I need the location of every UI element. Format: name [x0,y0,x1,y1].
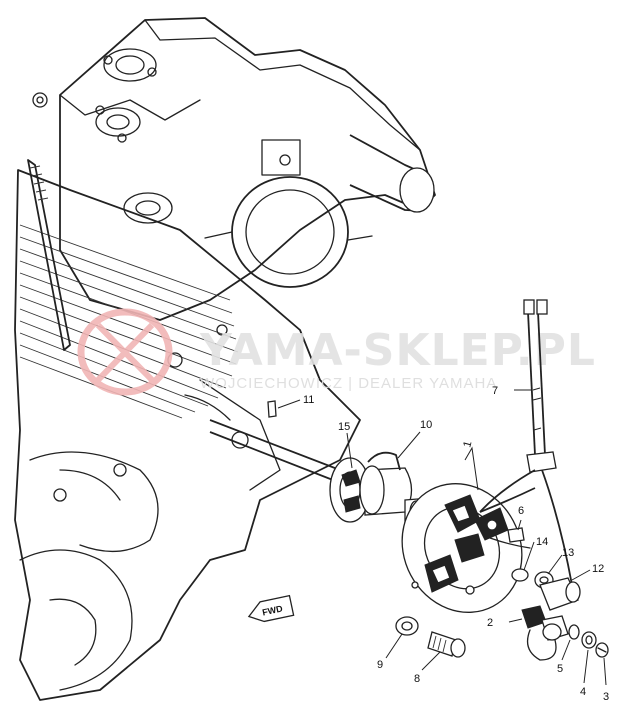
callout-1: 1 [461,440,474,449]
callout-3: 3 [603,691,609,703]
callout-8: 8 [414,673,420,685]
callout-11: 11 [303,394,314,406]
part-1-base-plate [401,483,536,613]
part-6-condenser-clip [507,527,525,543]
part-9-washer [395,616,419,636]
watermark-logo [77,308,173,396]
callout-4: 4 [580,686,586,698]
watermark-subtitle: WOJCIECHOWICZ | DEALER YAMAHA [200,375,497,392]
callout-15: 15 [338,421,350,433]
callout-6: 6 [518,505,524,517]
cooling-fins [19,224,239,419]
callout-labels: 1 2 3 4 5 6 7 8 9 10 11 12 13 14 15 [303,385,609,703]
fwd-label: FWD [261,603,284,617]
callout-10: 10 [420,419,432,431]
leader-lines [277,389,607,686]
callout-14: 14 [536,536,548,548]
callout-2: 2 [487,617,493,629]
callout-9: 9 [377,659,383,671]
part-5-washer [568,624,580,640]
part-2-terminal [521,605,569,661]
part-14-felt [511,568,529,582]
callout-12: 12 [592,563,604,575]
watermark-title: YAMA-SKLEP.PL [199,325,596,376]
crankcase-drawing [14,17,436,701]
callout-13: 13 [562,547,574,559]
dealer-watermark: YAMA-SKLEP.PL WOJCIECHOWICZ | DEALER YAM… [77,308,596,396]
fwd-arrow-icon: FWD [247,594,295,623]
callout-5: 5 [557,663,563,675]
part-3-screw [595,642,609,658]
callout-7: 7 [492,385,498,397]
part-11-key [267,400,277,418]
part-8-bolt [427,631,466,658]
part-12-condenser [539,577,581,611]
part-7-lead-wire [479,299,573,586]
part-4-washer [581,631,597,649]
